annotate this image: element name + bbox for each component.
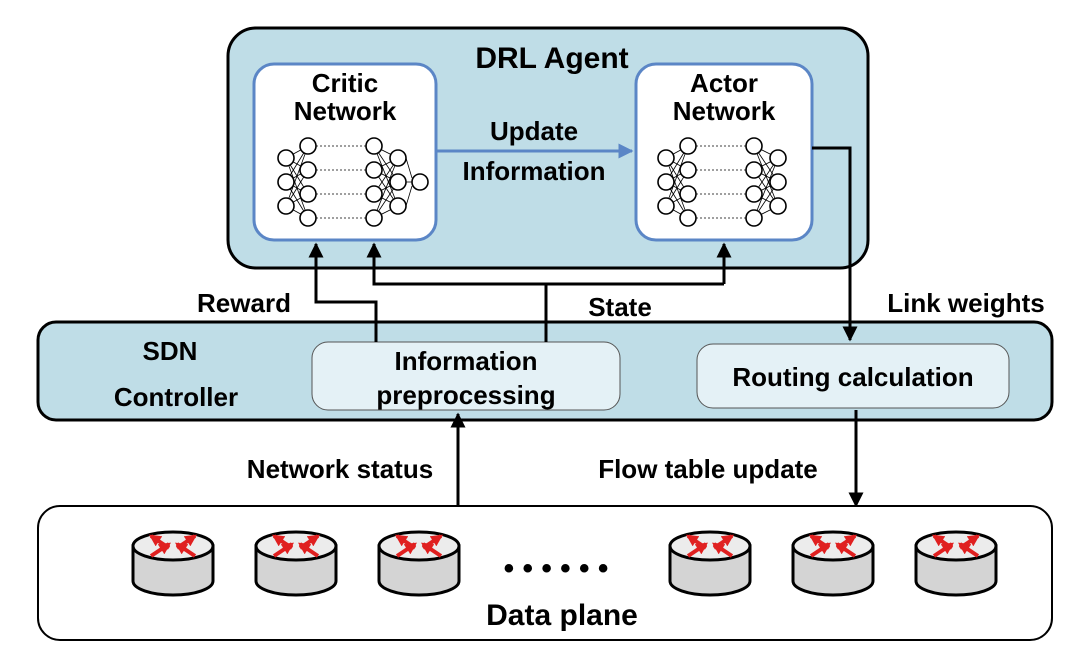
data-plane-label: Data plane bbox=[486, 599, 638, 632]
actor-network-label-line1: Actor bbox=[690, 68, 758, 98]
actor-network-label-line2: Network bbox=[673, 96, 776, 126]
router-icon-1 bbox=[133, 532, 213, 595]
update-information-label-line1: Update bbox=[490, 116, 578, 146]
reward-label: Reward bbox=[197, 288, 291, 318]
sdn-controller-label-line2: Controller bbox=[114, 382, 238, 412]
flow-table-update-label: Flow table update bbox=[598, 454, 818, 484]
information-preprocessing-label-line2: preprocessing bbox=[376, 380, 555, 410]
information-preprocessing-label-line1: Information bbox=[395, 346, 538, 376]
network-status-label: Network status bbox=[247, 454, 433, 484]
critic-network-label-line2: Network bbox=[294, 96, 397, 126]
routing-calculation-label: Routing calculation bbox=[732, 362, 973, 392]
information-preprocessing-box bbox=[311, 341, 621, 411]
link-weights-arrow bbox=[812, 146, 858, 342]
router-icon-3 bbox=[379, 532, 459, 595]
router-icon-5 bbox=[793, 532, 873, 595]
state-label: State bbox=[588, 292, 652, 322]
critic-network-label-line1: Critic bbox=[312, 68, 378, 98]
router-icon-6 bbox=[916, 532, 996, 595]
state-arrow-to-critic bbox=[366, 242, 724, 286]
router-icon-4 bbox=[670, 532, 750, 595]
update-information-label-line2: Information bbox=[463, 156, 606, 186]
router-icon-2 bbox=[256, 532, 336, 595]
data-plane-ellipsis: • • • • • • bbox=[504, 552, 609, 585]
link-weights-label: Link weights bbox=[887, 288, 1044, 318]
reward-arrow bbox=[308, 242, 378, 342]
drl-agent-title: DRL Agent bbox=[475, 42, 628, 75]
sdn-controller-label-line1: SDN bbox=[143, 336, 198, 366]
routing-calculation-box bbox=[696, 343, 1010, 409]
critic-output-neuron bbox=[411, 173, 429, 191]
